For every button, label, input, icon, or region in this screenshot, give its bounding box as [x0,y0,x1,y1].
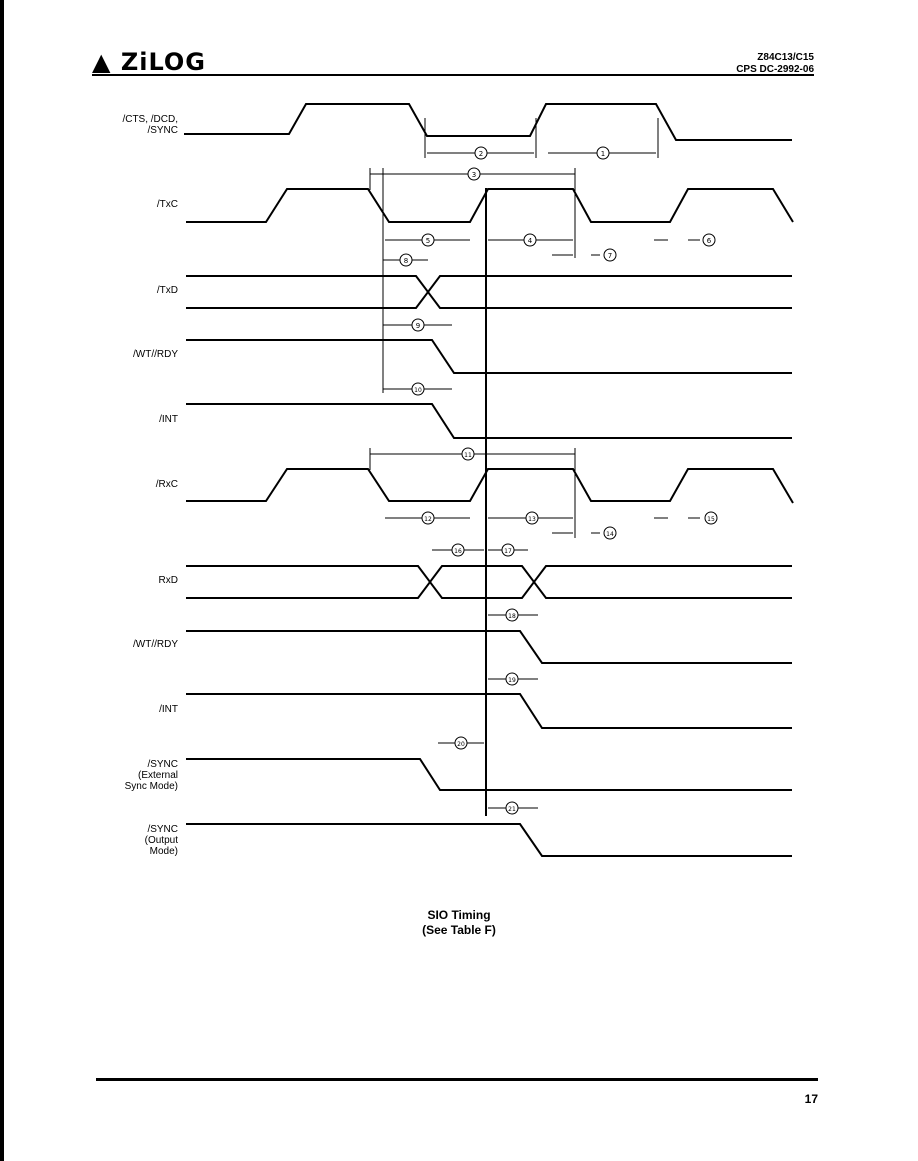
svg-text:10: 10 [414,387,422,394]
timing-ref-6: 6 [702,233,716,247]
svg-text:12: 12 [424,516,432,523]
signal-label-cts-dcd-sync: /CTS, /DCD, /SYNC [122,114,178,136]
waveform-rxc [186,468,794,504]
timing-reference-markers: 2 1 3 5 4 7 6 8 9 10 11 12 13 14 15 16 1… [399,146,718,815]
timing-ref-1: 1 [596,146,610,160]
part-number: Z84C13/C15 [757,52,814,63]
svg-text:9: 9 [416,322,420,330]
svg-text:3: 3 [472,171,476,179]
svg-text:2: 2 [479,150,483,158]
waveform-wt-rdy-tx [186,339,792,374]
timing-ref-3: 3 [467,167,481,181]
waveform-sync-external [186,758,792,791]
doc-code: CPS DC-2992-06 [736,64,814,75]
timing-ref-2: 2 [474,146,488,160]
timing-ref-11: 11 [461,447,475,461]
svg-text:11: 11 [464,452,472,459]
timing-ref-20: 20 [454,736,468,750]
timing-ref-17: 17 [501,543,515,557]
timing-ref-10: 10 [411,382,425,396]
waveform-sync-output [186,823,792,857]
signal-label-int-rx: /INT [159,704,178,715]
timing-ref-8: 8 [399,253,413,267]
svg-text:13: 13 [528,516,536,523]
waveform-txc [186,188,794,223]
zilog-logo: ▲ ZiLOG [92,48,206,76]
signal-label-wt-rdy-rx: /WT//RDY [133,639,178,650]
svg-text:15: 15 [707,516,715,523]
signal-label-txd: /TxD [156,285,178,296]
svg-text:16: 16 [454,548,462,555]
waveform-int-rx [186,693,792,729]
timing-ref-16: 16 [451,543,465,557]
svg-text:18: 18 [508,613,516,620]
timing-ref-9: 9 [411,318,425,332]
page-left-border [0,0,4,1161]
timing-ref-4: 4 [523,233,537,247]
timing-ref-12: 12 [421,511,435,525]
signal-label-sync-external: /SYNC (External Sync Mode) [124,759,178,792]
header-rule [92,74,814,76]
waveform-txd-low [186,290,792,309]
timing-ref-15: 15 [704,511,718,525]
signal-label-txc: /TxC [156,199,178,210]
zilog-logo-icon: ▲ [92,48,112,76]
waveform-cts [184,103,792,141]
page-number: 17 [804,1092,818,1106]
signal-label-sync-output: /SYNC (Output Mode) [144,824,178,857]
footer-rule [96,1078,818,1081]
figure-subtitle: (See Table F) [422,923,496,937]
document-header: Z84C13/C15 CPS DC-2992-06 [736,52,814,76]
svg-text:14: 14 [606,531,614,538]
timing-ref-14: 14 [603,526,617,540]
signal-label-rxc: /RxC [155,479,178,490]
waveforms [184,103,794,857]
waveform-rxd-low [186,580,792,599]
svg-text:17: 17 [504,548,512,555]
timing-ref-21: 21 [505,801,519,815]
svg-text:7: 7 [608,252,612,260]
dimension-arrows [370,152,700,809]
signal-label-wt-rdy-tx: /WT//RDY [133,349,178,360]
waveform-rxd-high [186,565,792,584]
svg-text:4: 4 [528,237,533,245]
signal-label-rxd: RxD [158,575,178,586]
svg-text:6: 6 [707,237,712,245]
timing-ref-5: 5 [421,233,435,247]
svg-text:8: 8 [404,257,408,265]
waveform-wt-rdy-rx [186,630,792,664]
svg-text:19: 19 [508,677,516,684]
figure-caption: SIO Timing (See Table F) [0,908,918,938]
waveform-int-tx [186,403,792,439]
zilog-logo-text: ZiLOG [120,48,206,76]
svg-text:5: 5 [426,237,430,245]
svg-text:20: 20 [457,741,465,748]
timing-ref-19: 19 [505,672,519,686]
timing-ref-18: 18 [505,608,519,622]
figure-title: SIO Timing [427,908,491,922]
timing-ref-7: 7 [603,248,617,262]
signal-label-int-tx: /INT [159,414,178,425]
svg-text:21: 21 [508,806,516,813]
reference-lines [369,118,659,816]
svg-text:1: 1 [601,150,605,158]
waveform-txd-high [186,275,792,294]
timing-ref-13: 13 [525,511,539,525]
